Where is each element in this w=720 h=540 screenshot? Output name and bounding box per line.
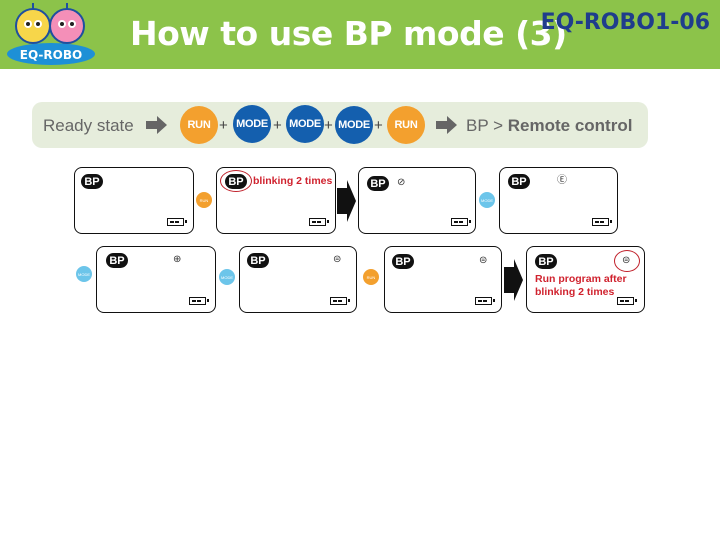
lcd-screen-5: BP ⊕ [96,246,216,313]
battery-icon [451,218,471,226]
bp-badge: BP [392,254,414,269]
plus-sign: + [324,117,333,134]
highlight-circle [220,170,252,192]
page-title: How to use BP mode (3) [130,14,567,53]
run-button-2: RUN [387,106,425,144]
run-note-line2: blinking 2 times [535,286,615,298]
bp-badge: BP [247,253,269,268]
battery-icon [189,297,209,305]
mini-run-button: RUN [363,269,379,285]
lcd-screen-3: BP ⊘ [358,167,476,234]
mode-button-1: MODE [233,105,271,143]
ready-state-label: Ready state [43,116,134,135]
lcd-screen-7: BP ⊜ [384,246,502,313]
button-sequence-bar: Ready state RUN + MODE + MODE + MODE + R… [32,102,648,148]
bp-badge: BP [508,174,530,189]
battery-icon [617,297,637,305]
plus-sign: + [273,117,282,134]
plus-sign: + [374,117,383,134]
battery-icon [592,218,612,226]
lcd-screen-2: BP blinking 2 times [216,167,336,234]
mode-indicator-icon: ⊕ [173,254,182,265]
arrow-right-icon [436,116,457,134]
battery-icon [309,218,329,226]
lcd-screen-4: BP Ⓔ [499,167,618,234]
arrow-right-icon [146,116,167,134]
mode-button-2: MODE [286,105,324,143]
mode-button-3: MODE [335,106,373,144]
result-prefix: BP > [466,116,508,135]
battery-icon [167,218,187,226]
mode-indicator-icon: ⊘ [397,177,406,188]
bp-badge: BP [106,253,128,268]
mini-run-button: RUN [196,192,212,208]
run-note-line1: Run program after [535,273,627,285]
bp-badge: BP [81,174,103,189]
mini-mode-button: MODE [76,266,92,282]
big-arrow-icon [504,259,523,301]
mode-indicator-icon: Ⓔ [557,175,567,186]
mode-indicator-icon: ⊜ [333,254,342,265]
lcd-screen-8: BP ⊜ Run program after blinking 2 times [526,246,645,313]
run-button-1: RUN [180,106,218,144]
highlight-circle [614,250,640,272]
big-arrow-icon [337,180,356,222]
lcd-screen-6: BP ⊜ [239,246,357,313]
mini-mode-button: MODE [479,192,495,208]
mode-indicator-icon: ⊜ [622,255,631,266]
plus-sign: + [219,117,228,134]
mini-mode-button: MODE [219,269,235,285]
battery-icon [330,297,350,305]
result-label: BP > Remote control [466,116,632,136]
bp-badge: BP [535,254,557,269]
lcd-screen-1: BP [74,167,194,234]
result-remote-control: Remote control [507,116,633,135]
header-bar: EQ-ROBO How to use BP mode (3) EQ-ROBO1-… [0,0,720,69]
logo-text: EQ-ROBO [20,48,82,62]
bp-badge: BP [367,176,389,191]
mode-indicator-icon: ⊜ [479,255,488,266]
blink-note: blinking 2 times [253,175,333,187]
document-code: EQ-ROBO1-06 [540,10,710,35]
battery-icon [475,297,495,305]
eq-robo-logo: EQ-ROBO [7,3,95,65]
